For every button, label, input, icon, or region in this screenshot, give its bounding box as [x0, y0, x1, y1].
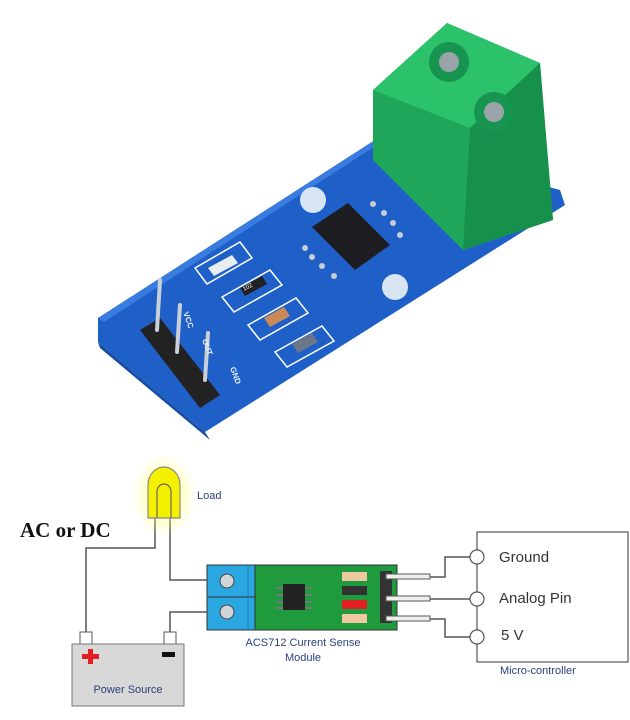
resistor [240, 276, 267, 296]
plus-icon [82, 649, 99, 664]
screw-icon [219, 573, 235, 589]
minus-icon [162, 652, 175, 657]
pin-header [140, 318, 220, 408]
chip [312, 203, 390, 270]
mount-hole [382, 274, 408, 300]
module-label: ACS712 Current Sense Module [210, 636, 396, 666]
module-schematic [206, 564, 431, 631]
led [208, 255, 238, 276]
mount-hole [300, 187, 326, 213]
chip [283, 584, 305, 610]
microcontroller-label: Micro-controller [500, 665, 576, 677]
power-source-label: Power Source [93, 684, 163, 696]
pin-terminal [469, 629, 485, 645]
module-label-line2: Module [284, 652, 322, 664]
resistor-marking: 102 [242, 282, 254, 292]
pin-label-analog: Analog Pin [499, 590, 572, 607]
power-source [71, 631, 185, 707]
screw-icon [219, 604, 235, 620]
module-photo: 102 VCC OUT GND [98, 23, 565, 440]
pcb-edge [98, 342, 210, 440]
capacitor [292, 333, 318, 353]
load-label: Load [197, 490, 222, 502]
capacitor [264, 307, 290, 327]
pin-label-ground: Ground [499, 549, 550, 566]
supply-label: AC or DC [20, 518, 111, 542]
module-label-line1: ACS712 Current Sense [245, 637, 361, 649]
load-bulb [132, 453, 196, 537]
pin-terminal [469, 591, 485, 607]
pin-terminal [469, 549, 485, 565]
pin-label-5v: 5 V [501, 627, 524, 644]
